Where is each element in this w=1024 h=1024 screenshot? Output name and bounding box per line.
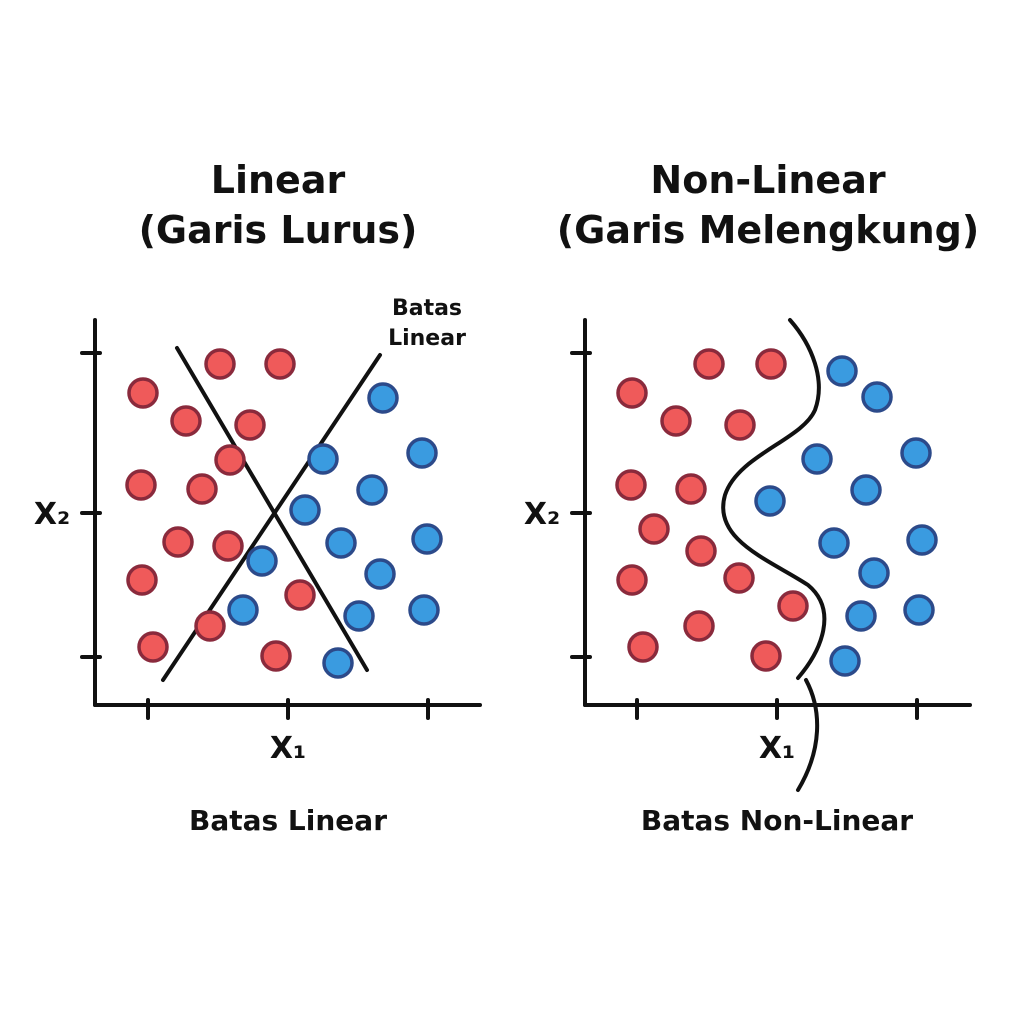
red-data-point xyxy=(616,377,648,409)
blue-data-point xyxy=(408,594,440,626)
blue-data-point xyxy=(801,443,833,475)
red-data-point xyxy=(660,405,692,437)
red-data-point xyxy=(724,409,756,441)
red-data-point xyxy=(615,469,647,501)
blue-data-point xyxy=(829,645,861,677)
nonlinear-boundary-curve xyxy=(721,318,827,680)
nonlinear-title-line1: Non-Linear xyxy=(650,158,885,202)
red-data-point xyxy=(755,348,787,380)
blue-data-point xyxy=(818,527,850,559)
blue-data-point xyxy=(343,600,375,632)
linear-title-line2: (Garis Lurus) xyxy=(139,208,418,252)
blue-data-point xyxy=(903,594,935,626)
red-data-point xyxy=(125,469,157,501)
linear-points xyxy=(125,348,443,679)
red-data-point xyxy=(214,444,246,476)
nonlinear-x-axis-label: X₁ xyxy=(759,731,795,766)
blue-data-point xyxy=(322,647,354,679)
red-data-point xyxy=(675,473,707,505)
red-data-point xyxy=(284,579,316,611)
linear-title-line1: Linear xyxy=(211,158,346,202)
blue-data-point xyxy=(826,355,858,387)
red-data-point xyxy=(170,405,202,437)
nonlinear-y-axis-label: X₂ xyxy=(524,497,560,532)
nonlinear-panel: Non-Linear (Garis Melengkung) X₂ X₁ Bata… xyxy=(524,158,979,837)
blue-data-point xyxy=(356,474,388,506)
linear-y-axis-label: X₂ xyxy=(34,497,70,532)
red-data-point xyxy=(137,631,169,663)
linear-boundary-annotation-line2: Linear xyxy=(388,326,466,351)
blue-data-point xyxy=(227,594,259,626)
blue-data-point xyxy=(906,524,938,556)
red-data-point xyxy=(777,590,809,622)
red-data-point xyxy=(683,610,715,642)
blue-data-point xyxy=(845,600,877,632)
linear-boundary-annotation-line1: Batas xyxy=(392,296,462,321)
red-data-point xyxy=(212,530,244,562)
red-data-point xyxy=(234,409,266,441)
red-data-point xyxy=(260,640,292,672)
linear-caption: Batas Linear xyxy=(189,804,387,837)
blue-data-point xyxy=(367,382,399,414)
red-data-point xyxy=(693,348,725,380)
red-data-point xyxy=(723,562,755,594)
blue-data-point xyxy=(858,557,890,589)
linear-boundary-line xyxy=(175,346,369,672)
blue-data-point xyxy=(861,381,893,413)
nonlinear-caption: Batas Non-Linear xyxy=(641,804,913,837)
red-data-point xyxy=(127,377,159,409)
linear-panel: Linear (Garis Lurus) X₂ X₁ Batas Linear … xyxy=(34,158,482,837)
nonlinear-points xyxy=(615,348,938,677)
red-data-point xyxy=(264,348,296,380)
red-data-point xyxy=(194,610,226,642)
red-data-point xyxy=(162,526,194,558)
blue-data-point xyxy=(307,443,339,475)
blue-data-point xyxy=(406,437,438,469)
blue-data-point xyxy=(246,545,278,577)
blue-data-point xyxy=(411,523,443,555)
red-data-point xyxy=(204,348,236,380)
red-data-point xyxy=(685,535,717,567)
red-data-point xyxy=(638,513,670,545)
blue-data-point xyxy=(325,527,357,559)
red-data-point xyxy=(750,640,782,672)
blue-data-point xyxy=(364,558,396,590)
red-data-point xyxy=(186,473,218,505)
blue-data-point xyxy=(900,437,932,469)
nonlinear-boundary-leader xyxy=(796,678,820,792)
blue-data-point xyxy=(754,485,786,517)
red-data-point xyxy=(627,631,659,663)
red-data-point xyxy=(126,564,158,596)
linear-x-axis-label: X₁ xyxy=(270,731,306,766)
blue-data-point xyxy=(850,474,882,506)
nonlinear-title-line2: (Garis Melengkung) xyxy=(557,208,979,252)
red-data-point xyxy=(616,564,648,596)
blue-data-point xyxy=(289,494,321,526)
